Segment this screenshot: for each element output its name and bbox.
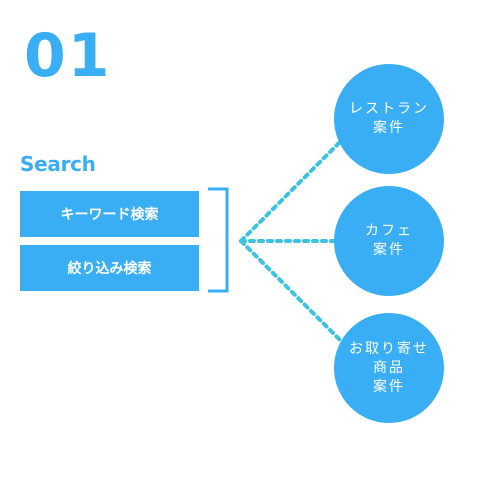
category-label-line: 案件 xyxy=(373,242,405,258)
category-label-line: お取り寄せ xyxy=(349,340,429,357)
connector-line-shopping xyxy=(239,239,342,342)
category-circle-restaurant[interactable]: レストラン 案件 xyxy=(334,64,444,174)
category-label-line: 案件 xyxy=(373,120,405,136)
keyword-search-button[interactable]: キーワード検索 xyxy=(20,191,199,237)
category-label-line: カフェ xyxy=(365,223,413,239)
category-label-line: 商品 xyxy=(373,359,405,376)
category-label-line: 案件 xyxy=(373,378,405,395)
search-section-label: Search xyxy=(20,152,96,176)
category-circle-cafe[interactable]: カフェ 案件 xyxy=(334,186,444,296)
category-circle-mail-order[interactable]: お取り寄せ 商品 案件 xyxy=(334,313,444,423)
category-label-line: レストラン xyxy=(349,101,429,117)
step-number: 01 xyxy=(24,21,112,91)
connector-line-restaurant xyxy=(239,140,342,243)
grouping-bracket xyxy=(208,187,229,293)
filter-search-button[interactable]: 絞り込み検索 xyxy=(20,245,199,291)
